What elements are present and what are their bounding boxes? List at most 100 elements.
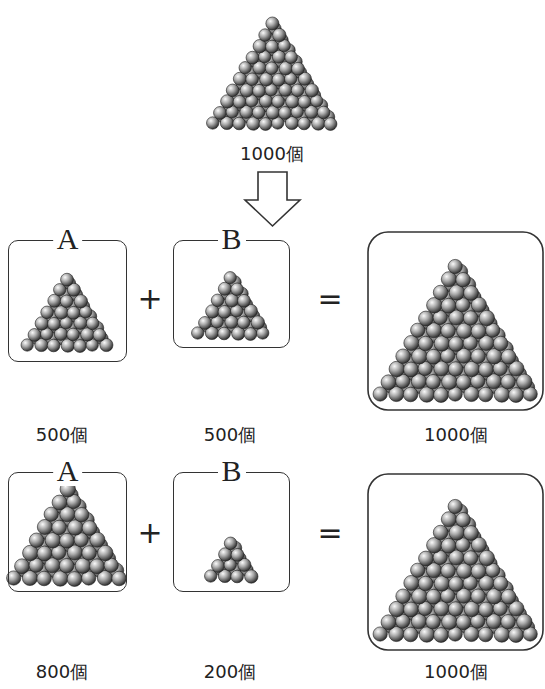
ball [381,615,396,630]
ball [253,84,266,97]
ball [463,551,478,566]
ball [493,336,508,351]
ball [60,533,75,548]
ball [214,107,227,120]
ball [212,560,225,573]
ball [48,294,61,307]
ball [471,589,486,604]
ball [237,316,250,329]
ball [259,118,272,131]
ball [456,512,471,527]
ball [441,298,456,313]
ball [456,615,471,630]
ball [464,526,479,541]
count-label: 800個 [36,661,88,683]
ball [479,310,494,325]
ball [441,323,456,338]
ball [441,512,456,527]
ball [298,117,311,130]
ball [61,273,74,286]
ball [403,387,418,402]
ball [456,375,471,390]
ball [404,602,419,617]
ball [493,576,508,591]
ball-pile [373,499,537,642]
ball [252,106,265,119]
ball [211,294,224,307]
box-heading: A [53,224,83,254]
ball [259,29,272,42]
ball [501,589,516,604]
pile-box: A [8,472,127,592]
ball [441,563,456,578]
ball [441,272,456,287]
ball [41,306,54,319]
ball [74,507,89,522]
result-box [368,232,543,410]
ball-pile [21,273,113,352]
ball [90,559,105,574]
operator-sign: = [317,518,342,548]
ball-pile [373,259,537,402]
ball-pile [207,17,337,130]
ball [317,106,330,119]
ball [471,324,486,339]
ball [403,627,418,642]
ball [218,327,231,340]
ball [224,272,236,284]
ball [324,118,337,131]
ball [231,570,244,583]
ball [272,95,285,108]
ball [233,72,246,85]
ball [224,537,237,550]
ball [501,614,516,629]
ball [67,572,82,587]
pile-box: B [173,472,290,592]
ball [396,349,411,364]
ball [48,317,61,330]
operator-sign: + [137,284,162,314]
ball [199,317,212,330]
ball [305,84,318,97]
ball [479,602,494,617]
ball [501,349,516,364]
ball [509,388,524,403]
ball [245,570,258,583]
ball [244,328,257,341]
ball [272,73,285,86]
ball-pile [7,482,127,587]
ball [448,499,462,513]
ball [463,311,478,326]
ball [426,589,441,604]
ball [59,558,74,573]
ball [404,362,419,377]
ball [279,107,292,120]
ball [456,272,471,287]
ball [418,336,433,351]
count-label: 1000個 [240,143,304,165]
ball [82,521,97,536]
ball [479,362,494,377]
ball [381,375,396,390]
ball [419,311,434,326]
ball [509,628,524,643]
ball [298,95,311,108]
ball [501,374,516,389]
box-heading: B [217,456,245,486]
ball [448,259,462,273]
ball [112,571,127,586]
count-label: 500個 [204,424,256,446]
down-arrow [245,172,300,226]
ball [86,317,99,330]
ball [226,84,239,97]
ball [448,602,463,617]
ball-pile [205,537,258,583]
ball [426,614,441,629]
count-label: 1000個 [424,661,488,683]
ball [418,576,433,591]
ball [52,495,67,510]
ball [37,571,52,586]
ball [448,362,463,377]
box-heading: A [53,456,83,486]
